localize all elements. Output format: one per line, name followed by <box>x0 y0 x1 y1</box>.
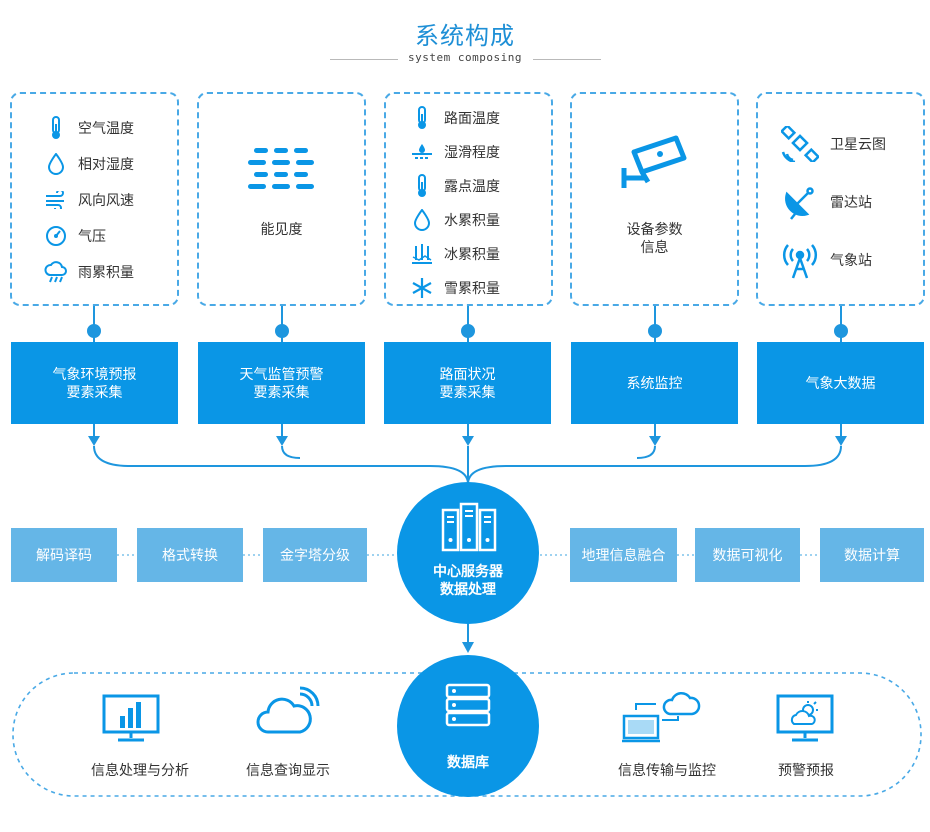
output-label: 信息查询显示 <box>246 762 330 778</box>
list-item: 气压 <box>44 224 177 248</box>
cloud-signal-icon <box>256 686 320 734</box>
processing-step: 金字塔分级 <box>263 528 367 582</box>
sensor-label: 气象站 <box>830 252 872 268</box>
sensor-label: 雨累积量 <box>78 264 134 280</box>
processing-step: 数据计算 <box>820 528 924 582</box>
collector-label-line1: 系统监控 <box>626 375 683 391</box>
processing-step: 解码译码 <box>11 528 117 582</box>
database-icon <box>445 683 491 727</box>
title-divider-right <box>533 59 601 60</box>
processing-step: 格式转换 <box>137 528 243 582</box>
collector-box: 气象环境预报 要素采集 <box>11 342 178 424</box>
sensor-label: 水累积量 <box>444 212 500 228</box>
ice-icon <box>410 242 434 266</box>
visibility-dashes-icon <box>248 148 314 189</box>
sensor-label: 雪累积量 <box>444 280 500 296</box>
collector-box: 系统监控 <box>571 342 738 424</box>
processing-step: 地理信息融合 <box>570 528 677 582</box>
database-node: 数据库 <box>397 655 539 797</box>
output-label: 预警预报 <box>778 762 834 778</box>
title-divider-left <box>330 59 398 60</box>
monitor-weather-icon <box>776 694 834 742</box>
list-item: 雷达站 <box>780 184 923 220</box>
list-item: 露点温度 <box>410 174 551 198</box>
thermometer-icon <box>410 174 434 198</box>
list-item: 湿滑程度 <box>410 140 551 164</box>
sensor-label: 风向风速 <box>78 192 134 208</box>
list-item: 风向风速 <box>44 188 177 212</box>
list-item: 冰累积量 <box>410 242 551 266</box>
wind-icon <box>44 188 68 212</box>
list-item: 水累积量 <box>410 208 551 232</box>
list-item: 雨累积量 <box>44 260 177 284</box>
list-item: 雪累积量 <box>410 276 551 300</box>
thermometer-icon <box>410 106 434 130</box>
list-item: 气象站 <box>780 242 923 279</box>
server-label-line1: 中心服务器 <box>433 563 503 579</box>
wet-slippery-icon <box>410 140 434 164</box>
collector-box: 天气监管预警 要素采集 <box>198 342 365 424</box>
sensor-label: 湿滑程度 <box>444 144 500 160</box>
sensor-group-road: 路面温度 湿滑程度 露点温度 水累积量 冰累积量 雪累积量 <box>384 92 553 306</box>
rain-cloud-icon <box>44 260 68 284</box>
collector-label-line1: 气象大数据 <box>805 375 876 391</box>
sensor-label: 露点温度 <box>444 178 500 194</box>
sensor-group-air: 空气温度 相对湿度 风向风速 气压 雨累积量 <box>10 92 179 306</box>
monitor-chart-icon <box>102 694 160 742</box>
page-subtitle: system composing <box>408 51 522 64</box>
collector-label-line1: 气象环境预报 <box>52 366 137 382</box>
droplet-icon <box>44 152 68 176</box>
list-item: 卫星云图 <box>780 126 923 162</box>
collector-label-line2: 要素采集 <box>66 384 123 400</box>
sensor-label-line1: 设备参数 <box>626 221 683 237</box>
list-item: 相对湿度 <box>44 152 177 176</box>
sensor-label: 空气温度 <box>78 120 134 136</box>
database-label: 数据库 <box>447 754 489 770</box>
satellite-icon <box>780 126 820 162</box>
output-item: 信息处理与分析 <box>80 690 200 780</box>
sensor-group-device: 设备参数 信息 <box>570 92 739 306</box>
output-label: 信息处理与分析 <box>91 762 189 778</box>
sensor-label-line2: 信息 <box>640 239 669 255</box>
collector-box: 路面状况 要素采集 <box>384 342 551 424</box>
sensor-group-visibility: 能见度 <box>197 92 366 306</box>
cloud-transfer-icon <box>622 691 701 743</box>
pressure-gauge-icon <box>44 224 68 248</box>
collector-label-line2: 要素采集 <box>439 384 496 400</box>
output-label: 信息传输与监控 <box>618 762 716 778</box>
droplet-icon <box>410 208 434 232</box>
processing-step: 数据可视化 <box>695 528 800 582</box>
sensor-label: 冰累积量 <box>444 246 500 262</box>
output-item: 信息查询显示 <box>228 686 348 780</box>
collector-label-line1: 天气监管预警 <box>239 366 324 382</box>
server-rack-icon <box>441 502 497 552</box>
sensor-label: 相对湿度 <box>78 156 134 172</box>
sensor-label: 气压 <box>78 228 106 244</box>
page-title: 系统构成 <box>415 23 515 50</box>
output-item: 预警预报 <box>746 690 866 780</box>
sensor-label: 卫星云图 <box>830 136 886 152</box>
sensor-label: 路面温度 <box>444 110 500 126</box>
camera-icon <box>621 135 687 188</box>
server-label-line2: 数据处理 <box>440 581 496 597</box>
collector-box: 气象大数据 <box>757 342 924 424</box>
sensor-group-remote: 卫星云图 雷达站 气象站 <box>756 92 925 306</box>
collector-label-line2: 要素采集 <box>253 384 310 400</box>
thermometer-icon <box>44 116 68 140</box>
weather-station-icon <box>780 242 820 279</box>
central-server-node: 中心服务器 数据处理 <box>397 482 539 624</box>
collector-label-line1: 路面状况 <box>439 366 496 382</box>
sensor-label: 雷达站 <box>830 194 872 210</box>
list-item: 路面温度 <box>410 106 551 130</box>
snowflake-icon <box>410 276 434 300</box>
output-item: 信息传输与监控 <box>602 690 732 780</box>
sensor-label: 能见度 <box>260 221 303 237</box>
list-item: 空气温度 <box>44 116 177 140</box>
radar-dish-icon <box>780 184 820 220</box>
